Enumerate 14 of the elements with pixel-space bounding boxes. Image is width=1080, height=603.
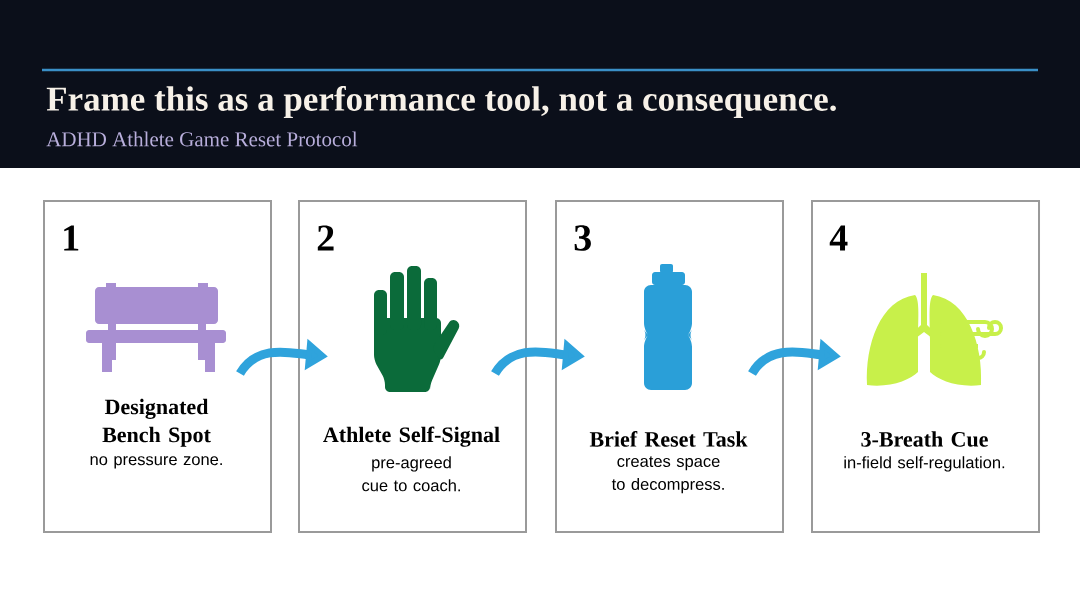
step-description: creates space to decompress. <box>611 456 724 494</box>
step-heading: 3-Breath Cue <box>861 431 988 447</box>
step-number: 1 <box>64 225 79 251</box>
step-number: 2 <box>317 225 334 251</box>
step-description: pre-agreed cue to coach. <box>362 456 460 492</box>
step-heading: Brief Reset Task <box>589 431 748 447</box>
step-heading: Designated Bench Spot <box>102 398 211 447</box>
step-heading: Athlete Self-Signal <box>323 426 500 447</box>
step-description: no pressure zone. <box>90 456 222 469</box>
subtitle: ADHD Athlete Game Reset Protocol <box>46 131 358 147</box>
step-description: in-field self-regulation. <box>844 456 1005 472</box>
step-number: 4 <box>829 225 848 251</box>
step-number: 3 <box>574 225 591 251</box>
title: Frame this as a performance tool, not a consequence. <box>46 85 836 119</box>
